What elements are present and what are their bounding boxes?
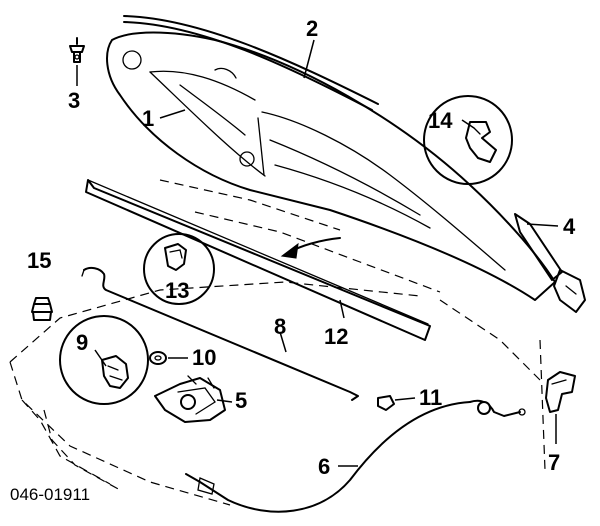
detail-circle-9 bbox=[59, 315, 149, 405]
grommet-part bbox=[149, 351, 167, 365]
detail-circle-13 bbox=[143, 233, 215, 305]
hood-weatherstrip bbox=[123, 15, 379, 111]
callout-3: 3 bbox=[68, 88, 80, 113]
callout-4: 4 bbox=[563, 214, 576, 239]
callout-15: 15 bbox=[27, 248, 51, 273]
support-rod bbox=[81, 266, 359, 401]
callout-12: 12 bbox=[324, 324, 348, 349]
bolt-part bbox=[69, 37, 85, 63]
callout-10: 10 bbox=[192, 345, 216, 370]
seal-strip bbox=[85, 179, 431, 341]
callout-5: 5 bbox=[235, 388, 247, 413]
vehicle-body-outline bbox=[9, 179, 546, 506]
callout-11: 11 bbox=[419, 385, 442, 410]
callout-6: 6 bbox=[318, 454, 330, 479]
bump-stop-part bbox=[31, 297, 53, 321]
callout-1: 1 bbox=[142, 106, 154, 131]
callout-13: 13 bbox=[165, 278, 189, 303]
hood-strut bbox=[514, 213, 586, 313]
callout-labels: 2 1 3 14 4 15 13 12 8 9 10 11 5 6 7 bbox=[27, 16, 576, 479]
direction-arrow bbox=[280, 237, 341, 259]
callout-14: 14 bbox=[428, 108, 453, 133]
detail-circle-14 bbox=[423, 95, 513, 185]
callout-8: 8 bbox=[274, 314, 286, 339]
release-handle bbox=[545, 371, 576, 413]
callout-2: 2 bbox=[306, 16, 318, 41]
clip-part bbox=[377, 395, 395, 411]
hood-lock bbox=[154, 375, 226, 423]
leader-lines bbox=[76, 39, 559, 467]
callout-7: 7 bbox=[548, 450, 560, 475]
callout-9: 9 bbox=[76, 330, 88, 355]
catalog-code: 046-01911 bbox=[10, 485, 90, 504]
release-cable bbox=[185, 399, 526, 513]
hood-panel bbox=[106, 31, 556, 301]
